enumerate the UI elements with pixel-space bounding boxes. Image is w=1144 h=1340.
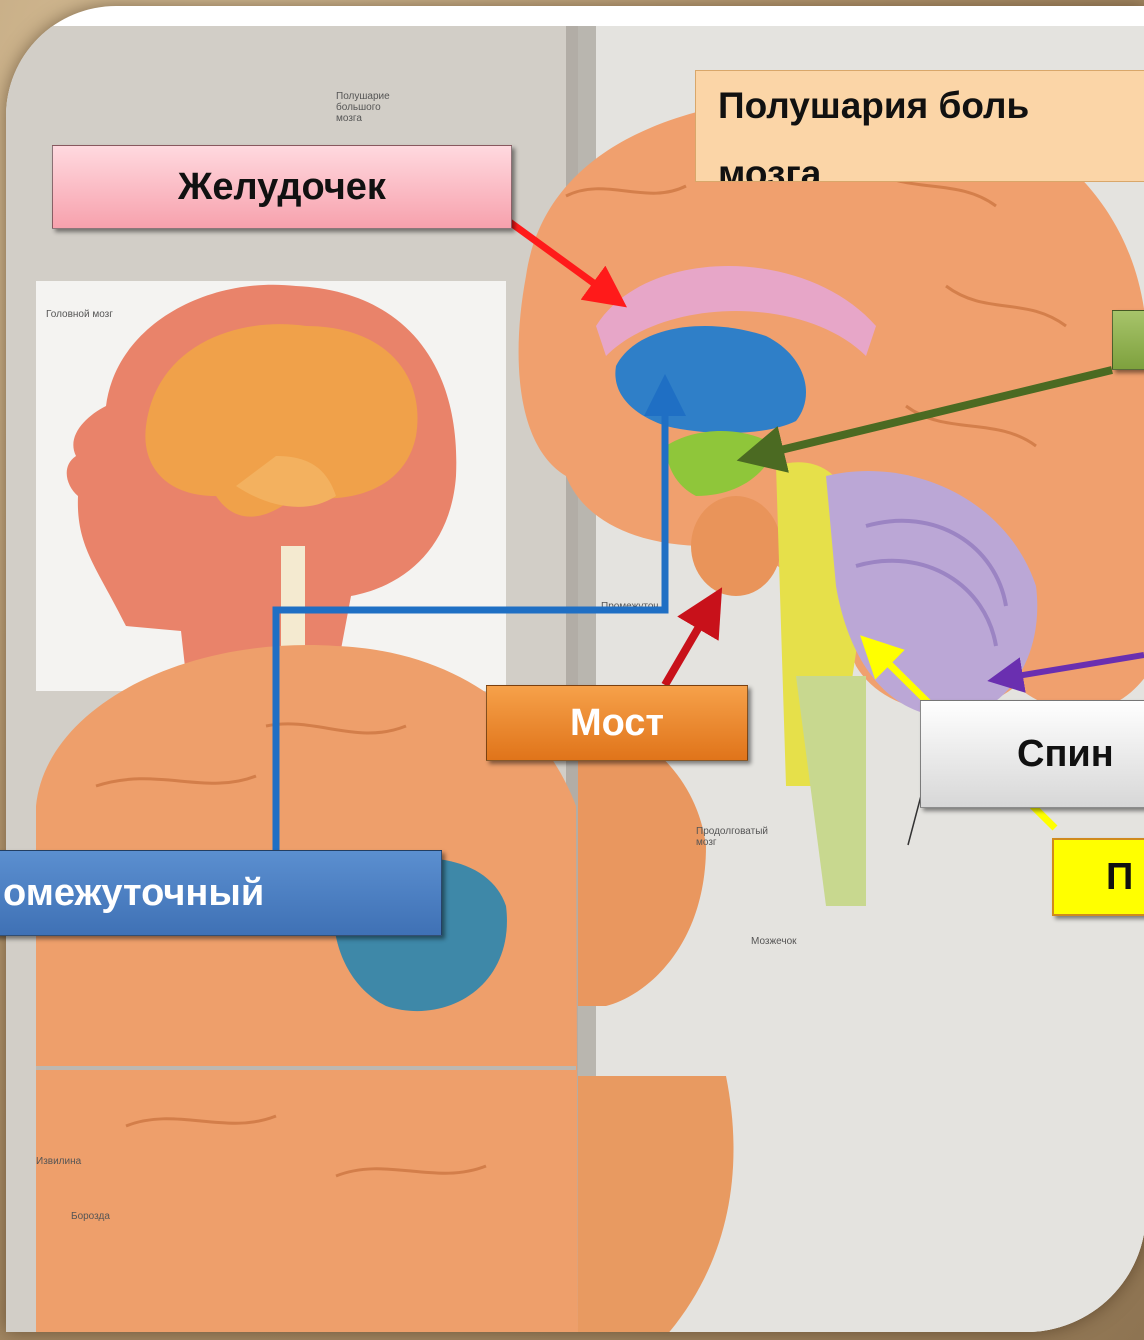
hemispheres-label-line1: Полушария боль [718,87,1029,126]
ventricle-arrow [500,215,610,295]
hemispheres-label: Полушария боль мозга [695,70,1144,182]
green-label [1112,310,1144,370]
diencephalon-label: омежуточный [0,850,442,936]
bridge-label: Мост [486,685,748,761]
yellow-label: П [1052,838,1144,916]
ventricle-label: Желудочек [52,145,512,229]
spinal-cord-label: Спин [920,700,1144,808]
hemispheres-label-line2: мозга [718,155,821,182]
bridge-arrow [665,608,710,685]
diencephalon-connector [276,395,665,850]
purple-arrow [1005,655,1144,678]
green-arrow [760,370,1112,455]
